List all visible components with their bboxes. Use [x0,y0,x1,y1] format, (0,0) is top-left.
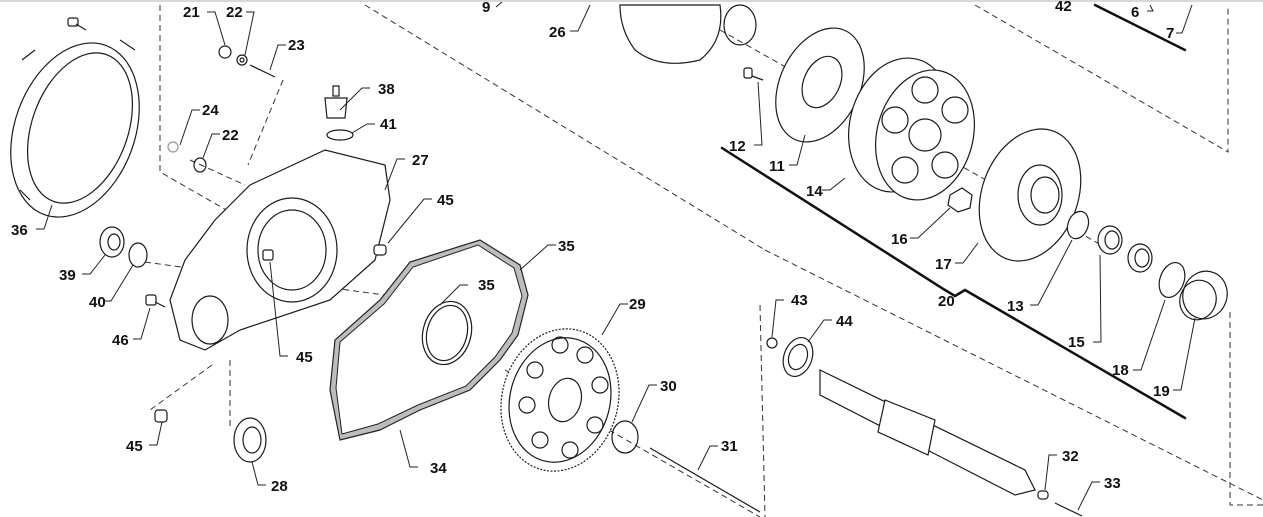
label-29: 29 [629,296,646,313]
bracket-top-right [1093,3,1187,52]
guide-dowel [149,364,213,411]
label-23: 23 [288,37,305,54]
label-13: 13 [1007,298,1024,315]
label-14: 14 [806,183,823,200]
part-screw-top [67,17,87,31]
guide-right-vertical [1229,312,1263,506]
part-35-seal-ring [421,300,473,366]
label-24: 24 [202,102,219,119]
label-42: 42 [1055,0,1072,15]
label-43: 43 [791,292,808,309]
label-22: 22 [226,4,243,21]
part-41-seal [326,129,354,141]
part-22-circlip [193,157,207,173]
part-14-hub [847,57,976,201]
part-46-bolt [145,294,166,308]
label-45-bottom: 45 [126,438,143,455]
guide-shaft-vertical [759,304,766,517]
label-30: 30 [660,378,677,395]
part-38-plug [324,85,348,119]
label-45-center: 45 [296,349,313,366]
part-16-cam [947,187,973,213]
label-9: 9 [482,0,490,16]
label-22-circlip: 22 [222,127,239,144]
label-36: 36 [11,222,28,239]
part-43-clip [766,337,778,349]
part-15-bearing-a [1097,225,1123,255]
label-12: 12 [729,138,746,155]
label-44: 44 [836,313,853,330]
part-12-screw [743,67,764,81]
label-32: 32 [1062,448,1079,465]
label-21: 21 [183,4,200,21]
part-45-dowel-right [373,244,387,256]
label-45-right: 45 [437,192,454,209]
part-32-pin [1037,490,1049,500]
leader-lines [36,1,1196,511]
label-41: 41 [380,116,397,133]
part-23-stud [249,64,276,78]
label-16: 16 [891,231,908,248]
bracket-clutch-group [720,146,1187,420]
top-border [0,0,1263,2]
label-40: 40 [89,294,106,311]
part-24-plug [167,141,179,153]
guide-diagonal-lower [764,249,1263,501]
part-28-bearing [233,417,267,463]
label-39: 39 [59,267,76,284]
part-17-pressure-plate [978,128,1082,262]
guide-right-box [974,4,1229,153]
part-44-washer [782,337,814,377]
part-21-nut [218,45,232,59]
guide-22b [189,159,246,186]
part-labels: 21 22 23 24 22 38 41 27 36 45 39 40 46 4… [11,0,1174,495]
part-18-ring [1158,261,1186,299]
guide-left-box [159,5,306,256]
part-31-rod [649,447,761,513]
label-35-seal: 35 [478,277,495,294]
guide-diagonal-upper [364,4,766,251]
part-45-dowel-bottom [154,409,168,423]
label-27: 27 [412,152,429,169]
label-17: 17 [935,256,952,273]
part-19-sleeve [1179,270,1228,321]
part-33-pin [1054,502,1083,517]
part-36-cover-ring [10,39,140,218]
part-shaft [819,369,1036,496]
part-39-seal [99,226,125,258]
label-28: 28 [271,478,288,495]
part-30-circlip [611,420,639,454]
part-40-oring [128,242,148,268]
label-7: 7 [1166,25,1174,42]
guide-gear [504,369,761,517]
part-11-plate [775,27,865,143]
label-46: 46 [112,332,129,349]
label-19: 19 [1153,383,1170,400]
label-6: 6 [1131,4,1139,21]
assembly-brackets [720,3,1187,420]
label-26: 26 [549,24,566,41]
label-20: 20 [938,293,955,310]
part-29-gear [500,328,620,472]
guide-seal [144,261,421,301]
part-15-bearing-b [1127,243,1153,273]
label-35-gasket: 35 [558,238,575,255]
label-15: 15 [1068,334,1085,351]
part-26-basket [619,4,757,64]
label-38: 38 [378,81,395,98]
label-11: 11 [769,158,785,175]
label-31: 31 [721,438,738,455]
label-34: 34 [430,460,447,477]
label-33: 33 [1104,475,1121,492]
part-27-clutch-cover [169,149,391,351]
part-22-washer [236,54,248,66]
guide-stud [247,79,284,166]
label-18: 18 [1112,362,1129,379]
part-13-washer [1066,210,1090,240]
